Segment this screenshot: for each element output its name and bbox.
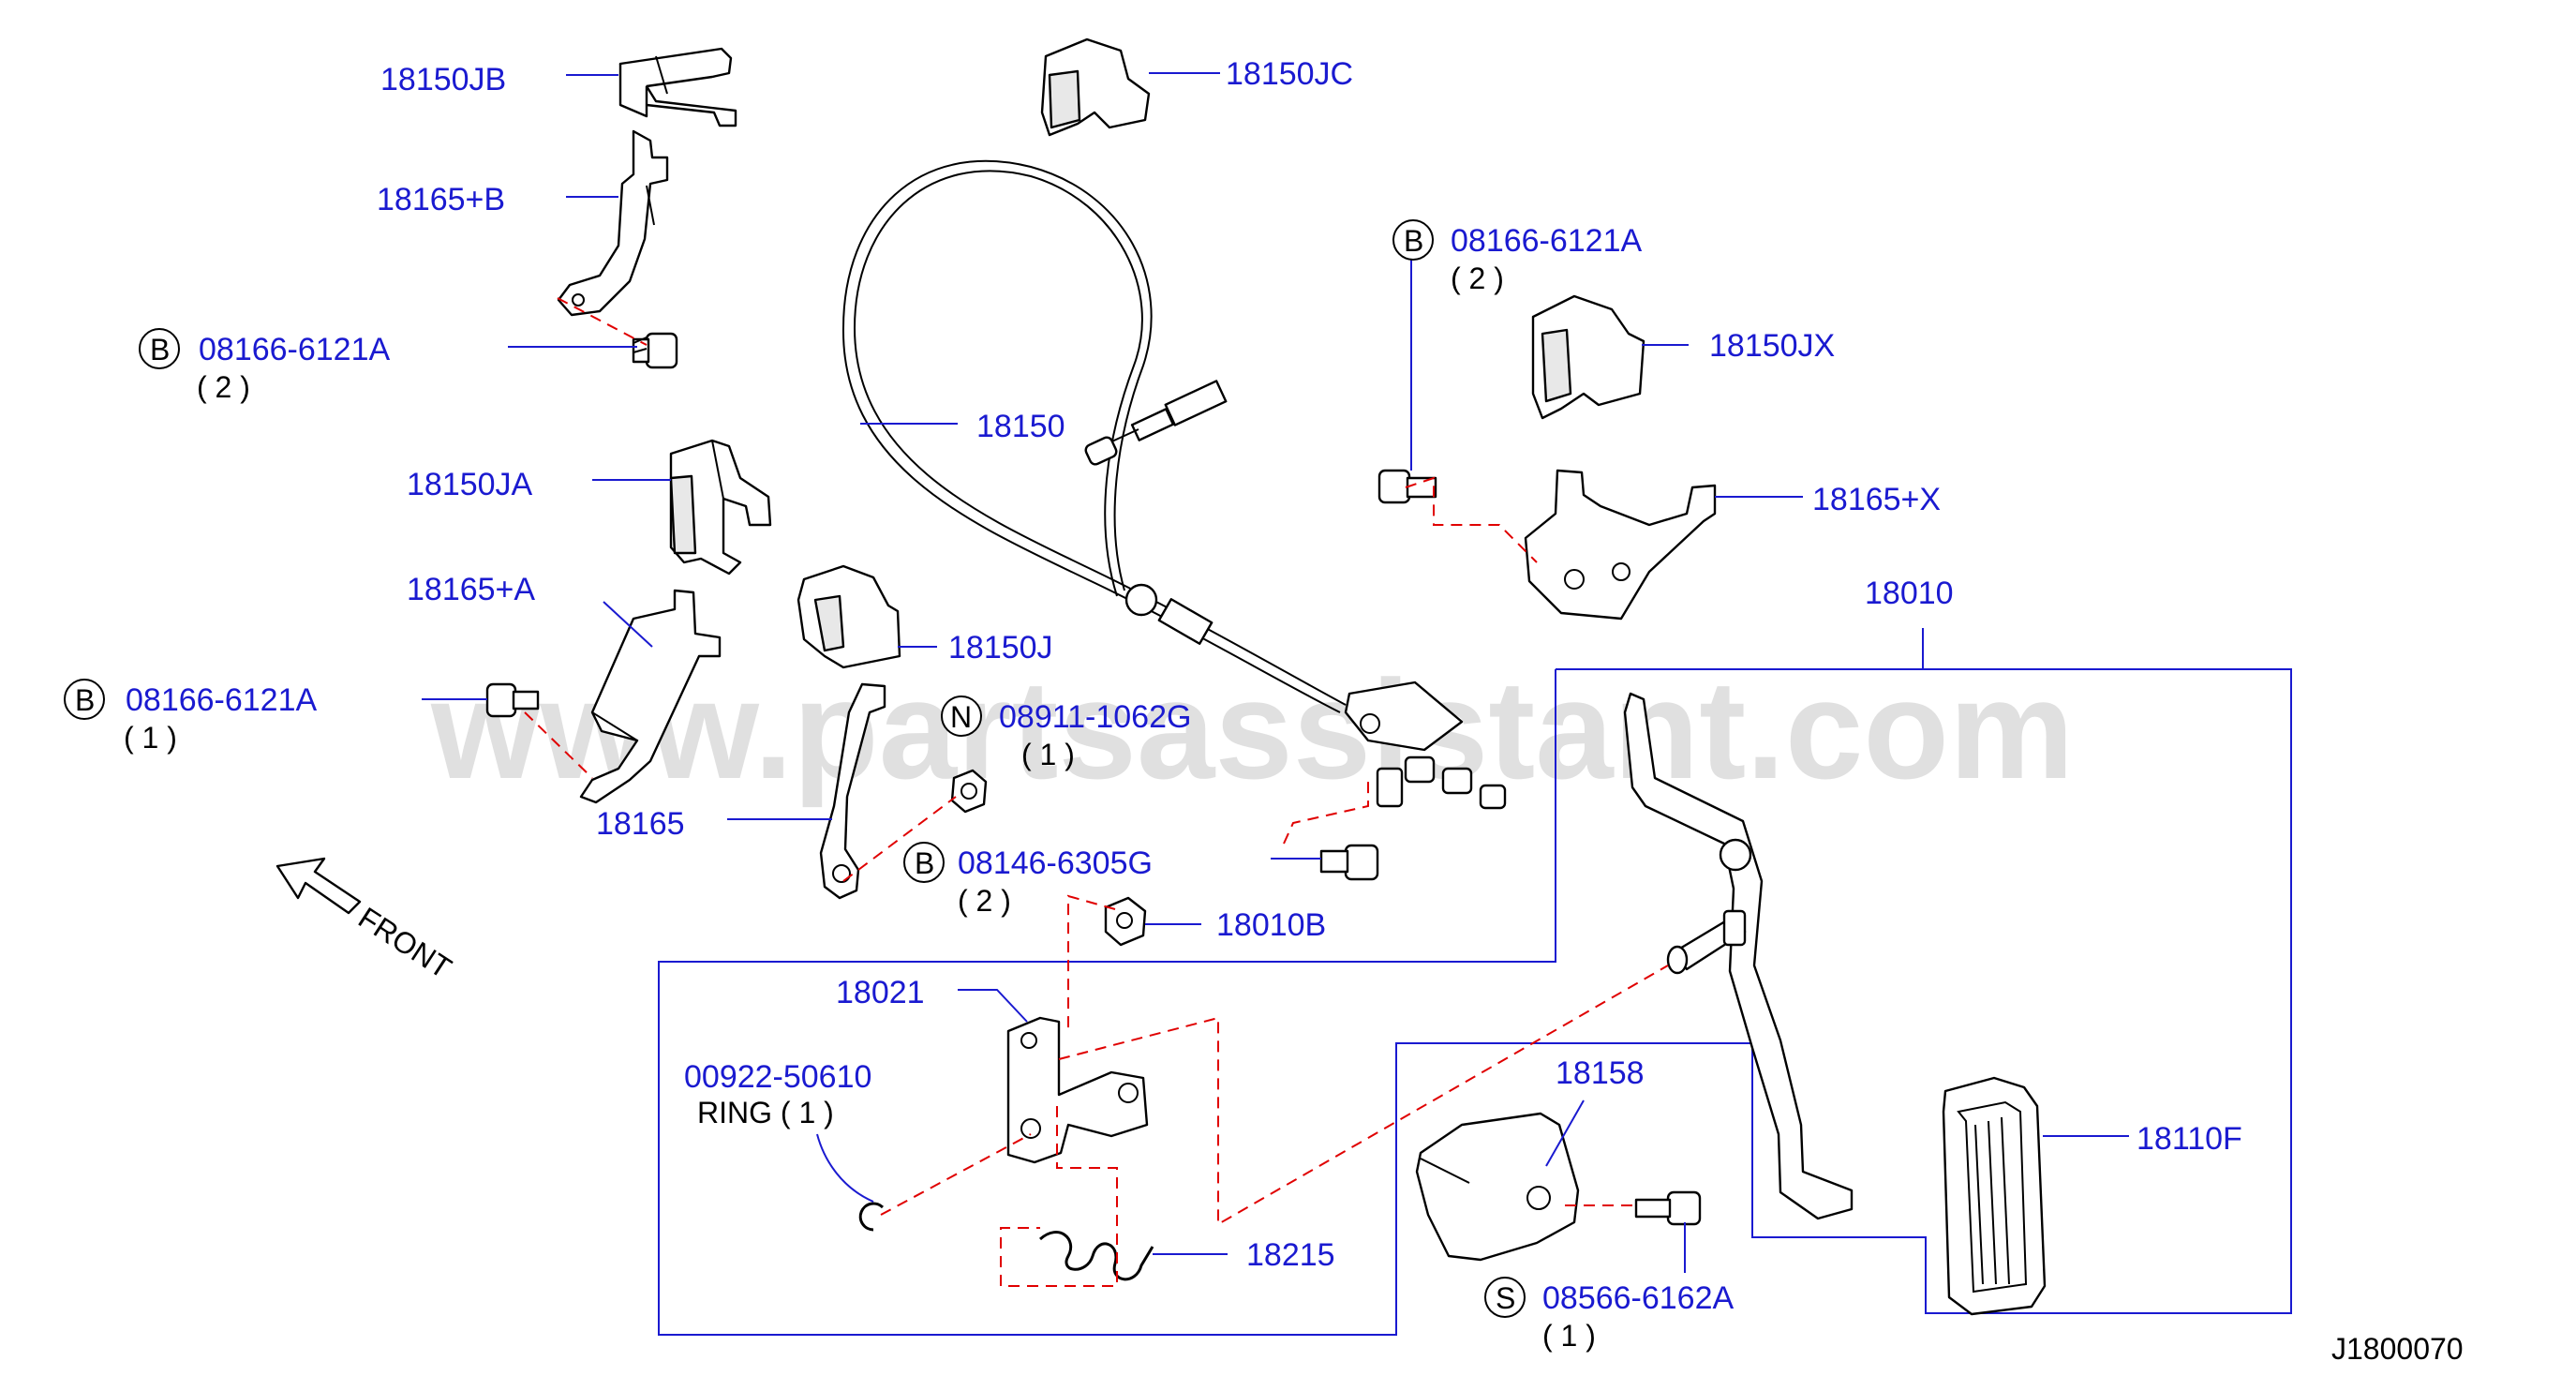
label-18010: 18010: [1865, 576, 1954, 611]
label-18021: 18021: [836, 975, 925, 1010]
label-08166-middle: 08166-6121A: [126, 682, 318, 718]
label-00922-ring: RING ( 1 ): [697, 1096, 834, 1129]
qty-08166-middle: ( 1 ): [124, 721, 177, 755]
front-arrow: FRONT: [275, 857, 457, 985]
qty-08566: ( 1 ): [1542, 1319, 1596, 1353]
qty-08166-upper: ( 2 ): [197, 370, 250, 404]
label-08911: 08911-1062G: [999, 699, 1191, 735]
cover-18158: [1415, 1112, 1580, 1262]
bracket-18165A: [579, 589, 722, 804]
bracket-18165B: [557, 129, 669, 317]
nut-symbol-08911: N: [941, 696, 982, 737]
qty-08166-right: ( 2 ): [1451, 262, 1504, 295]
bolt-symbol-08146: B: [903, 842, 945, 883]
svg-text:B: B: [75, 683, 95, 717]
pedal-pad-18110F: [1942, 1076, 2047, 1316]
label-08566: 08566-6162A: [1542, 1280, 1735, 1316]
label-18150JC: 18150JC: [1226, 56, 1353, 92]
spring-18215: [1038, 1231, 1154, 1281]
bolt-08146: [1319, 844, 1379, 881]
qty-08146: ( 2 ): [958, 884, 1011, 918]
bracket-18165: [819, 682, 886, 900]
front-label: FRONT: [352, 901, 457, 985]
bolt-symbol-left-middle: B: [64, 679, 105, 720]
bolt-symbol-right: B: [1392, 219, 1434, 261]
bolt-08166-upper: [632, 332, 678, 369]
clip-18150JB: [618, 47, 737, 127]
svg-text:N: N: [950, 700, 972, 734]
label-18010B: 18010B: [1216, 907, 1326, 943]
svg-text:B: B: [150, 333, 170, 366]
label-18150JB: 18150JB: [380, 62, 506, 97]
nut-18010B: [1104, 896, 1147, 947]
label-18165A: 18165+A: [407, 572, 535, 607]
svg-text:B: B: [915, 846, 934, 880]
label-18158: 18158: [1556, 1055, 1645, 1091]
clip-18150J: [797, 564, 901, 669]
watermark: www.partsassistant.com: [430, 651, 2074, 808]
label-18165: 18165: [596, 806, 685, 842]
label-18165X: 18165+X: [1812, 482, 1941, 517]
label-18215: 18215: [1246, 1237, 1335, 1273]
label-18150: 18150: [976, 409, 1065, 444]
screw-symbol-08566: S: [1484, 1277, 1526, 1318]
clip-18150JC: [1040, 37, 1151, 137]
label-18165B: 18165+B: [377, 182, 505, 217]
bracket-18165X: [1524, 469, 1717, 621]
ring-00922: [858, 1202, 885, 1232]
label-08146: 08146-6305G: [958, 845, 1153, 881]
clip-18150JA: [669, 439, 772, 576]
bolt-08166-right: [1377, 469, 1437, 504]
bracket-18021: [1006, 1016, 1149, 1164]
svg-text:S: S: [1496, 1281, 1515, 1315]
label-18150JA: 18150JA: [407, 467, 533, 502]
leader-lines: [422, 72, 2129, 1273]
diagram-id: J1800070: [2331, 1332, 2464, 1366]
label-18110F: 18110F: [2137, 1121, 2242, 1157]
bolt-08166-middle: [485, 682, 540, 718]
screw-08566: [1634, 1190, 1702, 1226]
qty-08911: ( 1 ): [1021, 738, 1075, 771]
label-18150J: 18150J: [948, 630, 1053, 666]
dashed-guides: [524, 297, 1669, 1287]
pedal-arm-18010: [1623, 692, 1854, 1220]
nut-08911: [950, 769, 988, 814]
clip-18150JX: [1531, 294, 1645, 420]
label-08166-upper: 08166-6121A: [199, 332, 391, 367]
label-18150JX: 18150JX: [1709, 328, 1835, 364]
label-08166-right: 08166-6121A: [1451, 223, 1643, 259]
accelerator-cable-18150: [841, 159, 1507, 810]
bolt-symbol-left-upper: B: [139, 328, 180, 369]
label-00922: 00922-50610: [684, 1059, 871, 1095]
svg-text:B: B: [1404, 224, 1423, 258]
